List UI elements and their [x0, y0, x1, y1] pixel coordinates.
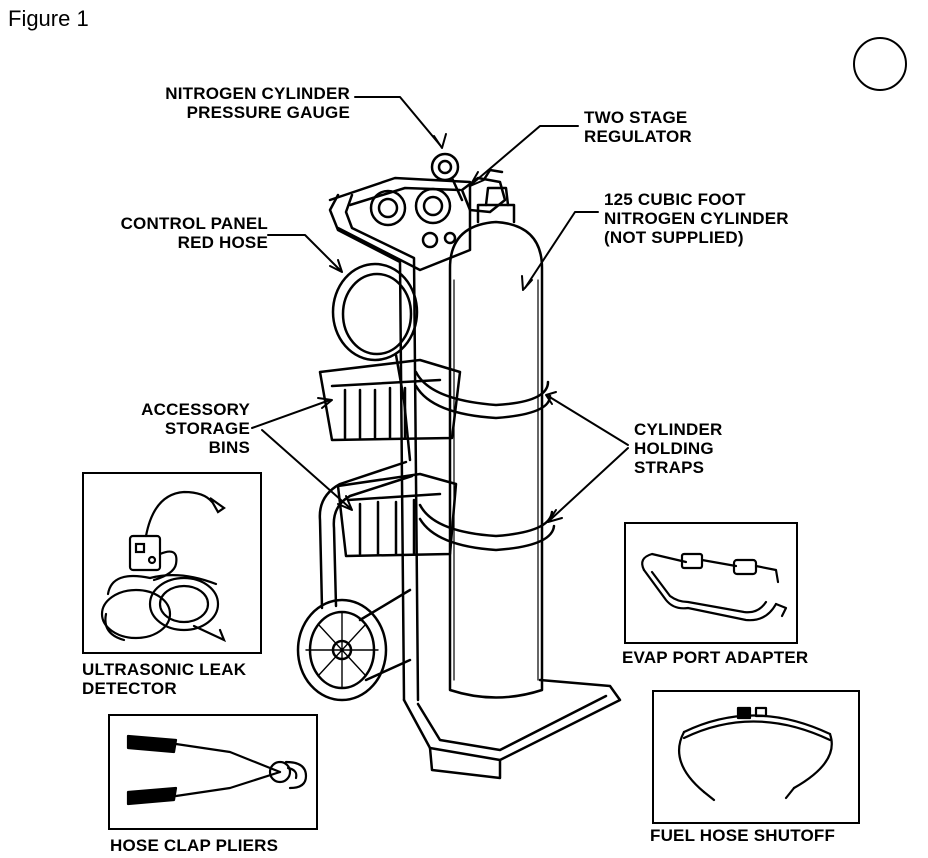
cart-base-plate — [402, 678, 622, 762]
evap-port-adapter-icon — [641, 552, 788, 622]
control-panel — [328, 176, 472, 272]
fuel-hose-shutoff-icon — [678, 706, 833, 802]
label-evap-port-adapter: EVAP PORT ADAPTER — [622, 648, 809, 667]
corner-circle-icon — [853, 37, 907, 91]
pressure-gauge-icon — [430, 152, 460, 182]
label-leak-detector: ULTRASONIC LEAK DETECTOR — [82, 660, 247, 698]
label-hose-clamp-pliers: HOSE CLAP PLIERS — [110, 836, 279, 855]
label-cylinder-holding-straps: CYLINDER HOLDING STRAPS — [634, 420, 723, 477]
cylinder-strap-upper — [414, 370, 550, 407]
inset-evap-adapter — [624, 522, 798, 644]
cylinder-strap-lower — [418, 503, 554, 538]
inset-pliers — [108, 714, 318, 830]
coiled-hose-icon — [331, 262, 419, 362]
leak-detector-icon — [100, 490, 227, 643]
nitrogen-cylinder — [448, 220, 544, 699]
storage-bin-lower — [336, 472, 458, 558]
label-fuel-hose-shutoff: FUEL HOSE SHUTOFF — [650, 826, 836, 845]
cart-frame-upright — [328, 193, 406, 702]
label-two-stage-regulator: TWO STAGE REGULATOR — [584, 108, 692, 146]
hose-pliers-icon — [126, 734, 308, 806]
label-nitrogen-cylinder: 125 CUBIC FOOT NITROGEN CYLINDER (NOT SU… — [604, 190, 789, 247]
cart-frame-front — [318, 460, 408, 610]
label-accessory-storage-bins: ACCESSORY STORAGE BINS — [141, 400, 250, 457]
label-control-panel-red-hose: CONTROL PANEL RED HOSE — [120, 214, 268, 252]
cart-wheel-icon — [296, 598, 388, 702]
gauge-right-icon — [414, 187, 452, 225]
inset-fuel-hose-shutoff — [652, 690, 860, 824]
inset-leak-detector — [82, 472, 262, 654]
storage-bin-upper — [318, 358, 462, 442]
gauge-left-icon — [369, 189, 407, 227]
label-pressure-gauge: NITROGEN CYLINDER PRESSURE GAUGE — [165, 84, 350, 122]
figure-title: Figure 1 — [8, 6, 89, 31]
